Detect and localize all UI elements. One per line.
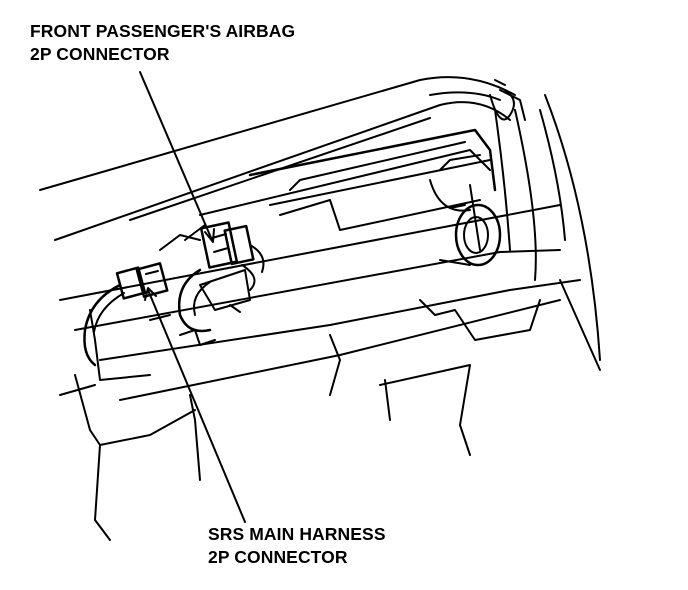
srs-harness-2p-connector [84,263,167,365]
label-line: 2P CONNECTOR [208,547,348,567]
front-passenger-airbag-connector-label: FRONT PASSENGER'S AIRBAG 2P CONNECTOR [30,20,295,66]
door-frame [495,90,565,280]
lower-panel [75,95,600,540]
label-line: SRS MAIN HARNESS [208,524,386,544]
srs-main-harness-connector-label: SRS MAIN HARNESS 2P CONNECTOR [208,523,386,569]
cross-member [60,205,580,400]
wire-pigtail [490,80,514,120]
glove-box-housing [250,130,495,250]
leader-line-airbag [140,72,214,242]
airbag-2p-connector [201,223,263,290]
dashboard-panel [40,77,515,380]
airbag-module [430,180,500,265]
label-line: FRONT PASSENGER'S AIRBAG [30,21,296,41]
leader-line-harness [145,288,245,522]
harness-wire-loop [179,270,250,331]
label-line: 2P CONNECTOR [30,44,170,64]
